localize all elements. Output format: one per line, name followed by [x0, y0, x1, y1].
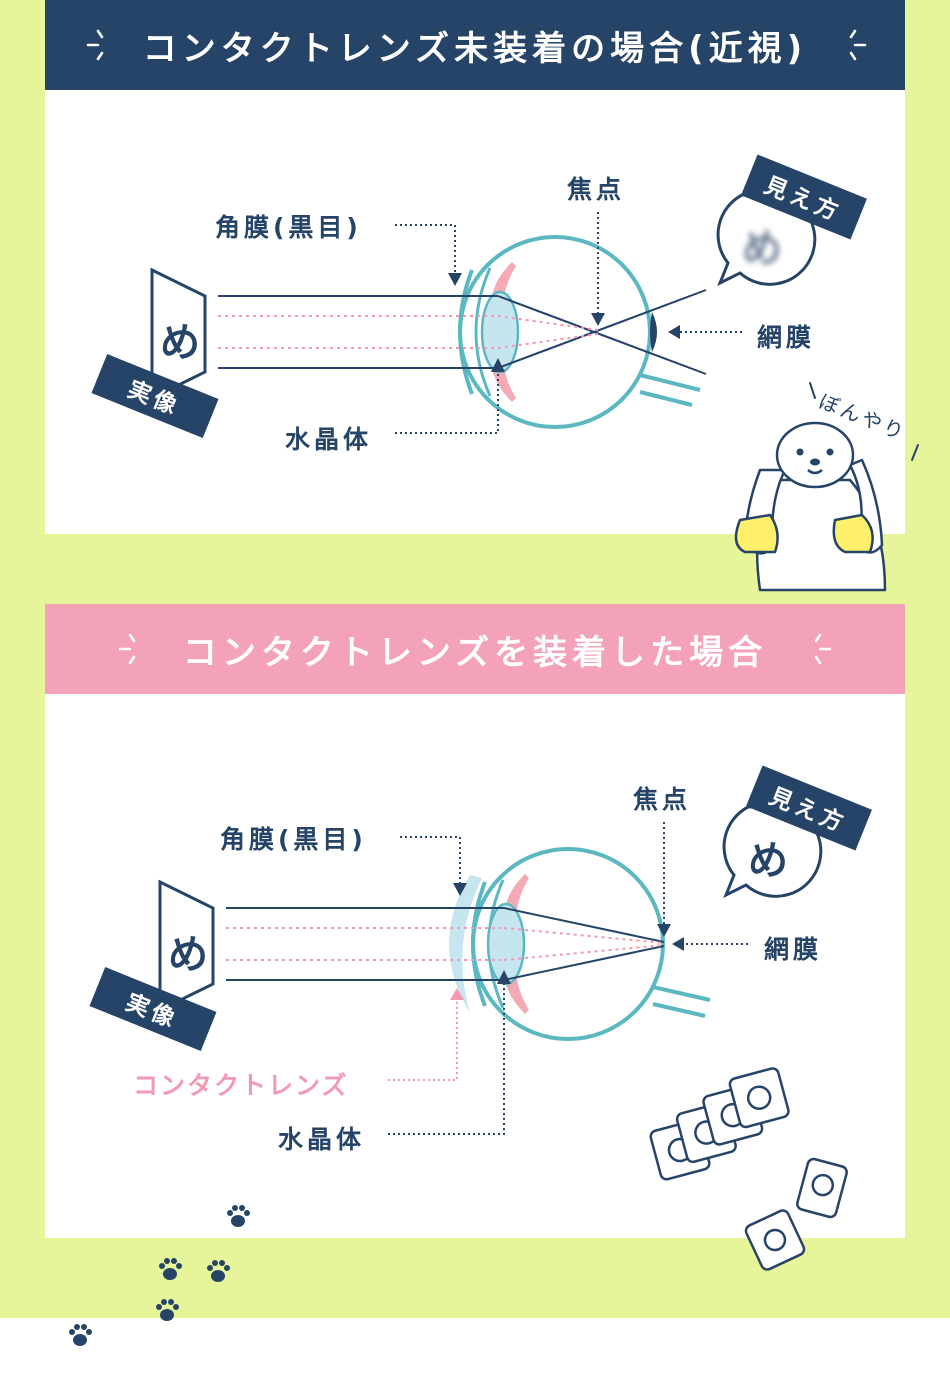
cornea-outline: [458, 269, 474, 395]
leader-arrowheads: [448, 273, 680, 372]
section-banner-uncorrected: コンタクトレンズ未装着の場合(近視): [45, 0, 905, 90]
cornea-label: 角膜(黒目): [215, 213, 362, 242]
light-rays: [226, 907, 665, 981]
crystalline-lens: [486, 902, 526, 986]
optic-nerve: [639, 373, 701, 407]
sparkle-left-icon: [118, 633, 136, 665]
cornea-label: 角膜(黒目): [220, 825, 367, 854]
leader-lines: [395, 212, 742, 434]
paw-prints: [69, 1205, 250, 1346]
view-char-sharp: め: [748, 838, 788, 884]
object-char: め: [168, 932, 208, 978]
contact-lens-shape: [449, 875, 482, 1013]
lens-label: 水晶体: [285, 425, 373, 454]
focus-label: 焦点: [633, 785, 692, 814]
section-title: コンタクトレンズ未装着の場合(近視): [142, 28, 808, 69]
cornea-outline: [471, 881, 487, 1007]
leader-lines: [388, 822, 750, 1135]
retina-label: 網膜: [757, 323, 816, 352]
retina-label: 網膜: [764, 935, 823, 964]
retina-mark: [650, 312, 657, 352]
optic-nerve: [652, 985, 711, 1018]
focus-label: 焦点: [567, 175, 626, 204]
sparkle-left-icon: [86, 29, 104, 61]
dog-illustration: [734, 421, 887, 592]
view-char-blurred: め: [742, 226, 782, 272]
object-char: め: [160, 320, 200, 366]
contact-lens-label: コンタクトレンズ: [133, 1071, 349, 1100]
sparkle-right-icon: [849, 29, 867, 61]
section-title: コンタクトレンズを装着した場合: [182, 632, 768, 673]
lens-label: 水晶体: [278, 1125, 366, 1154]
light-rays: [218, 289, 707, 375]
leader-arrowheads: [453, 883, 684, 984]
contact-leader-line: [388, 1000, 458, 1081]
light-rays-inner: [218, 315, 599, 349]
section-banner-corrected: コンタクトレンズを装着した場合: [45, 604, 905, 694]
contact-lens-cases: [649, 1067, 848, 1271]
object-card: [158, 879, 215, 1013]
object-card: [150, 267, 207, 401]
light-rays-inner: [226, 927, 665, 961]
sparkle-right-icon: [814, 633, 832, 665]
